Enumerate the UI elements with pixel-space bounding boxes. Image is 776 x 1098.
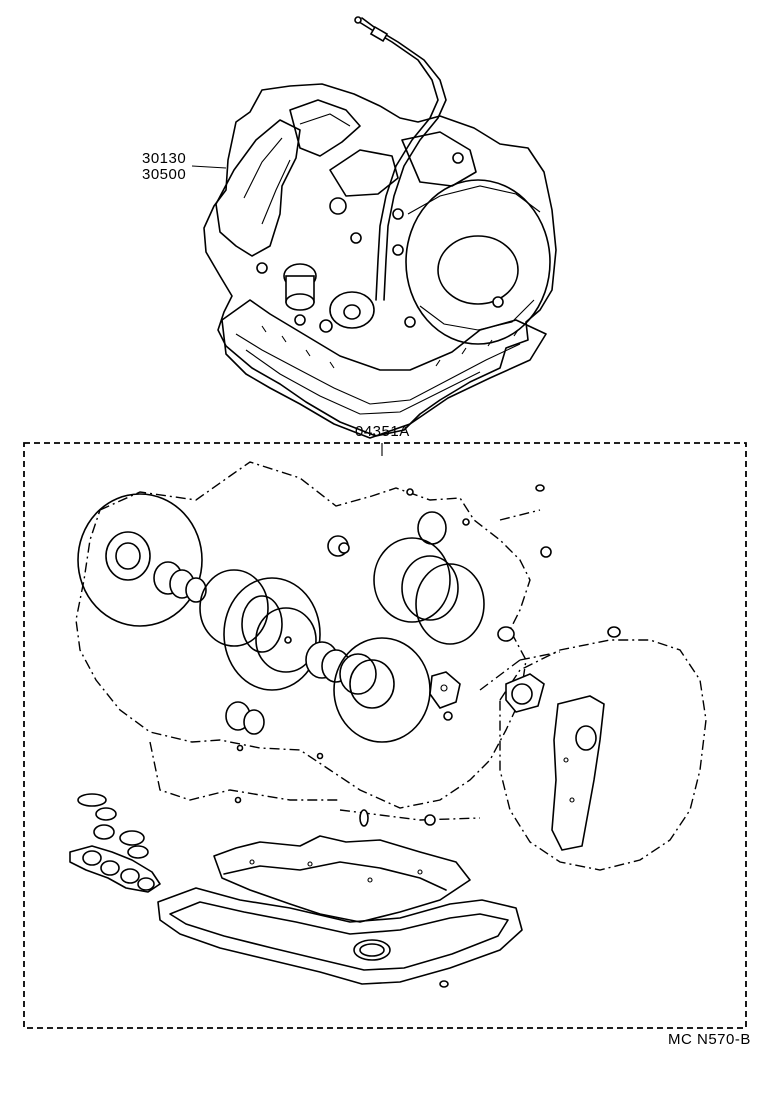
figure-code-label: MC N570-B: [668, 1031, 751, 1048]
part-number-label: 30500: [142, 166, 187, 183]
kit-boundary: [23, 442, 747, 1029]
kit-number-label: 04351A: [355, 423, 410, 440]
transaxle-assembly-drawing: [191, 16, 557, 439]
part-number-label: 30130: [142, 150, 187, 167]
gasket-kit-drawing: [23, 442, 747, 1029]
